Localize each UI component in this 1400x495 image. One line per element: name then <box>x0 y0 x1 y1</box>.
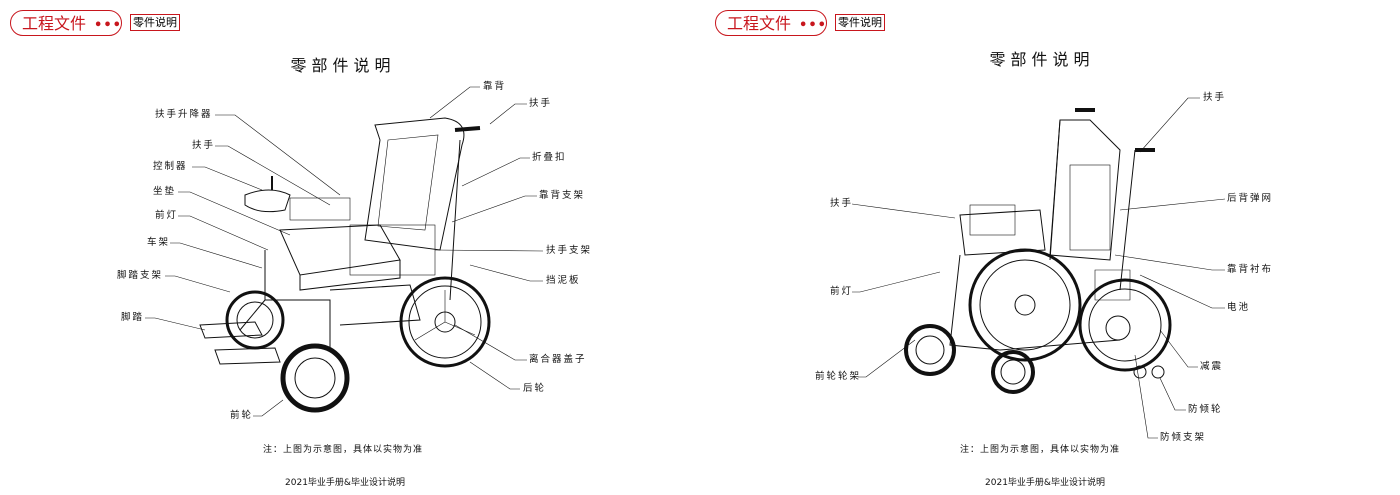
section-tag: 零件说明 <box>835 14 885 31</box>
label-footrest: 脚踏 <box>121 312 145 323</box>
label-front-wheel: 前轮 <box>230 410 254 421</box>
label-shock-absorber: 减震 <box>1200 361 1224 372</box>
page-title: 零部件说明 <box>989 50 1095 69</box>
label-frame: 车架 <box>147 237 171 248</box>
label-rear-wheel: 后轮 <box>523 383 547 394</box>
label-footrest-bracket: 脚踏支架 <box>117 270 164 281</box>
label-anti-tip-wheel: 防倾轮 <box>1188 404 1223 415</box>
leader-lines-page2 <box>851 97 1226 439</box>
label-backrest: 靠背 <box>483 81 507 92</box>
page-footer: 2021毕业手册&毕业设计说明 <box>285 478 405 488</box>
label-armrest: 扶手 <box>529 98 553 109</box>
label-folding-buckle: 折叠扣 <box>532 152 567 163</box>
label-seat-cushion: 坐垫 <box>153 186 177 197</box>
section-tag: 零件说明 <box>130 14 180 31</box>
section-badge: 工程文件 ••• <box>715 10 827 36</box>
label-headlight: 前灯 <box>155 210 179 221</box>
label-armrest: 扶手 <box>830 198 854 209</box>
badge-text: 工程文件 <box>727 14 792 33</box>
badge-text: 工程文件 <box>22 14 87 33</box>
label-mudguard: 挡泥板 <box>546 275 581 286</box>
leader-lines-page1 <box>145 86 544 417</box>
section-badge: 工程文件 ••• <box>10 10 122 36</box>
label-armrest: 扶手 <box>1203 92 1227 103</box>
diagram-note: 注：上图为示意图，具体以实物为准 <box>959 445 1121 455</box>
dots-icon: ••• <box>94 18 122 33</box>
label-clutch-cover: 离合器盖子 <box>529 354 587 365</box>
label-controller: 控制器 <box>153 161 188 172</box>
diagram-note: 注：上图为示意图，具体以实物为准 <box>262 445 424 455</box>
label-back-elastic-mesh: 后背弹网 <box>1227 193 1274 204</box>
wheelchair-front-view <box>199 117 491 413</box>
label-backrest-bracket: 靠背支架 <box>539 190 586 201</box>
label-armrest-bracket: 扶手支架 <box>546 245 593 256</box>
label-front-wheel-fork: 前轮轮架 <box>815 371 862 382</box>
dots-icon: ••• <box>799 18 827 33</box>
label-backrest-lining: 靠背衬布 <box>1227 264 1274 275</box>
label-armrest: 扶手 <box>192 140 216 151</box>
label-anti-tip-bracket: 防倾支架 <box>1160 432 1207 443</box>
page-title: 零部件说明 <box>290 56 396 75</box>
label-headlight: 前灯 <box>830 286 854 297</box>
label-armrest-lifter: 扶手升降器 <box>155 109 213 120</box>
label-battery: 电池 <box>1227 302 1251 313</box>
wheelchair-rear-view <box>904 108 1172 394</box>
page-footer: 2021毕业手册&毕业设计说明 <box>985 478 1105 488</box>
